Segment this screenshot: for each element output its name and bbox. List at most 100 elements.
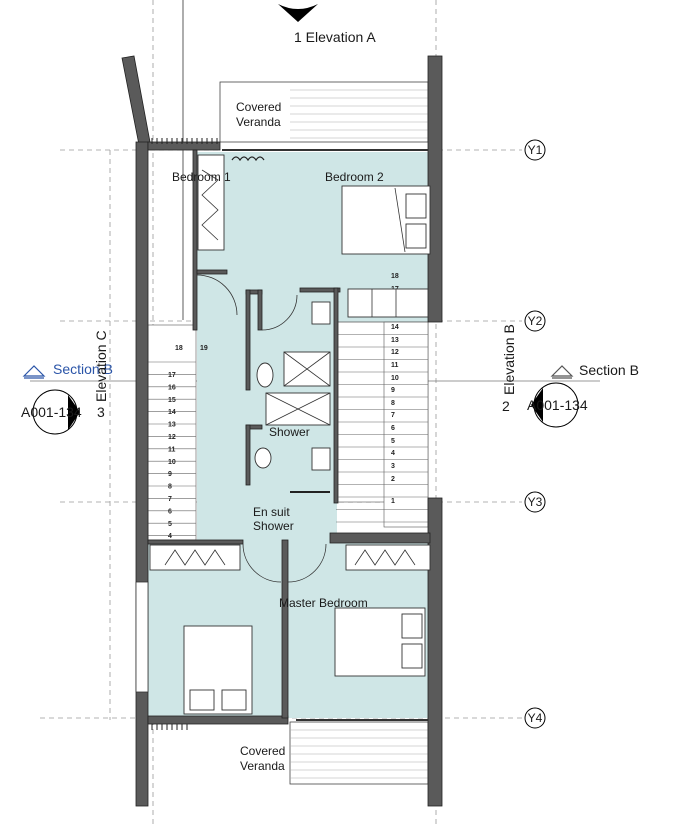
toilet-ensuite [254,447,272,469]
bed-fold [394,187,406,253]
room-label-ensuite: En suit [253,505,290,519]
veranda-bottom-boards [290,729,428,779]
section-b-right-icon [550,365,574,379]
stair-left [147,324,197,541]
elevation-b-label: Elevation B [501,324,517,395]
wall-left [135,141,149,807]
room-label-veranda-top: Veranda [236,115,281,129]
elevation-c-label: Elevation C [93,330,109,402]
veranda-top-boards [290,89,428,139]
pillow [401,613,423,639]
stair-left-top-a: 18 [175,345,183,352]
wall-wc-west [245,289,251,391]
room-label-veranda-bottom: Veranda [240,759,285,773]
wall-bedroom1-east [192,149,198,331]
door-swing-master [242,543,282,583]
elevation-a-arrow [278,4,318,22]
pillow [189,689,215,711]
stair-right-numbers: 1817151413121110987654321 [391,273,399,505]
wardrobe-hangers [201,169,219,241]
room-label-ensuite: Shower [253,519,294,533]
stair-right-treads [336,321,428,523]
window-left [135,581,149,693]
wall-right-lower [427,497,443,807]
stair-number: 11 [391,362,399,369]
room-label-bedroom1: Bedroom 1 [172,170,231,184]
wall-bedroom2-south [299,287,341,293]
elevation-b-number: 2 [502,398,510,414]
railing-bottom [151,724,188,730]
room-label-bedroom2: Bedroom 2 [325,170,384,184]
basin [311,301,331,325]
wall-shower-west [245,424,251,486]
stair-number: 12 [391,349,399,356]
room-label-shower: Shower [269,425,310,439]
veranda-bottom-deck [289,721,429,785]
stair-number: 9 [168,471,172,478]
stair-number: 13 [391,337,399,344]
wardrobe-bedroom1 [197,154,225,251]
wall-master-partition [281,539,289,719]
wardrobe-master-right [345,544,431,571]
stair-number: 5 [168,521,172,528]
stair-right-flight [383,321,429,528]
stair-number: 3 [391,463,395,470]
stair-number: 6 [168,508,172,515]
elevation-c-number: 3 [97,404,105,420]
stair-number: 18 [391,273,399,280]
stair-number: 14 [391,324,399,331]
stair-number: 8 [391,400,395,407]
grid-label-y1: Y1 [528,143,543,157]
pillow [405,223,427,249]
section-b-right-label: Section B [579,362,639,378]
room-label-veranda-bottom: Covered [240,744,285,758]
door-swing-bath [261,294,298,331]
wardrobe-master-left [149,544,241,571]
stair-number: 16 [168,384,176,391]
stair-number: 1 [391,498,395,505]
section-b-left-label: Section B [53,361,113,377]
elevation-c-sheet-ref: A001-134 [21,404,82,420]
door-swing-ensuite [287,543,327,583]
door-swing-bedroom1 [196,274,238,316]
elevation-b-sheet-ref: A001-134 [527,397,588,413]
pillow [221,689,247,711]
section-b-left-icon [22,365,46,379]
elevation-a-label: 1 Elevation A [294,29,376,45]
grid-bubble-y3: Y3 [524,491,546,513]
wall-master-top-right [329,532,431,544]
stair-number: 4 [168,533,172,540]
elevation-c-arrow [68,395,80,430]
stair-number: 7 [168,496,172,503]
stair-number: 7 [391,412,395,419]
grid-bubble-y4: Y4 [524,707,546,729]
pillow [405,193,427,219]
stair-number: 13 [168,422,176,429]
wall-bath-west [257,289,263,331]
elevation-b-arrow [531,388,543,422]
stair-number: 6 [391,425,395,432]
stair-number: 15 [168,397,176,404]
stair-number: 4 [391,450,395,457]
wall-bedroom1-south [196,269,228,275]
stair-number: 10 [168,459,176,466]
stair-number: 2 [391,476,395,483]
grid-label-y4: Y4 [528,711,543,725]
railing-top [151,138,218,144]
wall-bottom-left [147,715,289,725]
stair-left-top-b: 19 [200,345,208,352]
stair-number: 8 [168,484,172,491]
grid-bubble-y1: Y1 [524,139,546,161]
curtain [231,156,265,162]
wall-angled-top-left [121,55,151,151]
cabinet-bedroom2 [347,288,429,318]
wall-stair-west [333,287,339,504]
stair-number: 11 [168,446,176,453]
basin-ensuite [311,447,331,471]
grid-bubble-y2: Y2 [524,310,546,332]
toilet [256,362,274,388]
stair-left-treads [148,361,196,536]
wall-top-left [147,141,221,151]
stair-number: 9 [391,387,395,394]
